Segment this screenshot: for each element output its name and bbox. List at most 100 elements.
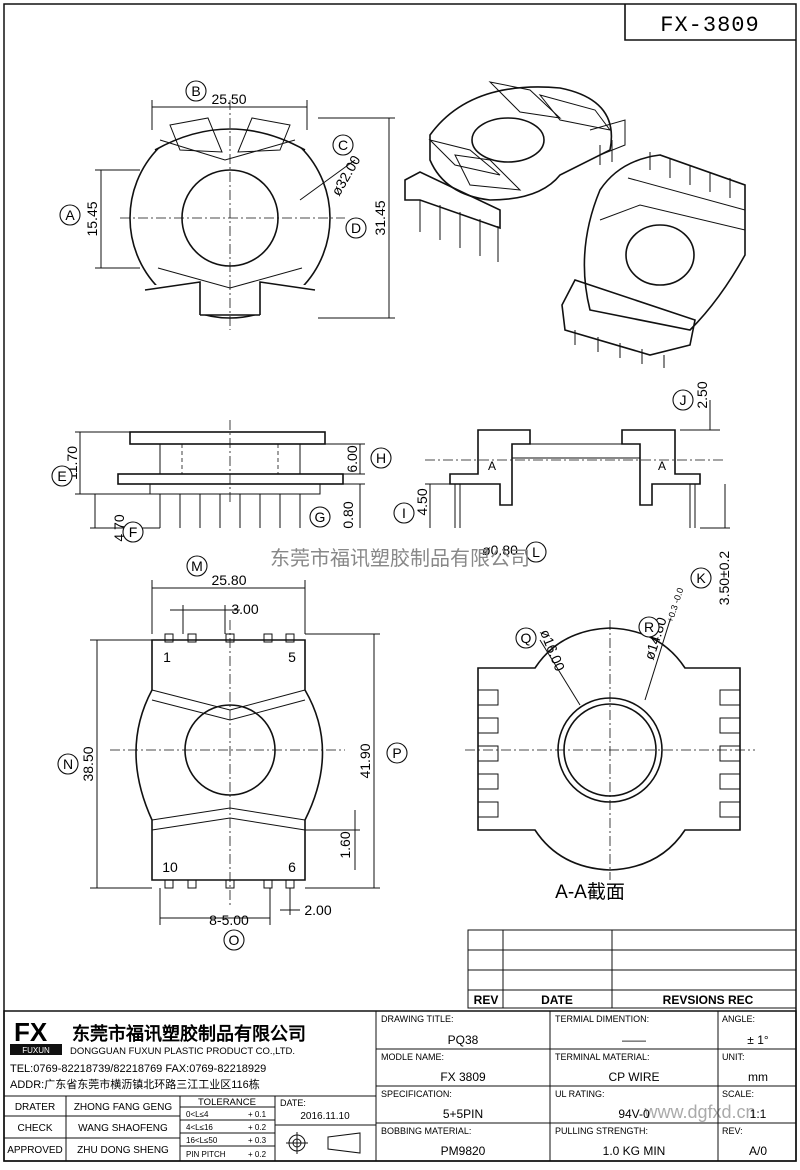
field-angle-label: ANGLE: [722, 1014, 755, 1024]
dim-p: 41.90 [357, 743, 373, 778]
pin-6-label: 6 [288, 859, 296, 875]
field-ul-rating-label: UL RATING: [555, 1089, 605, 1099]
section-mark-right: A [658, 459, 666, 473]
callout-k: K [696, 570, 706, 586]
callout-h: H [376, 450, 386, 466]
dim-g: 0.80 [340, 501, 356, 528]
signoff-name-1: WANG SHAOFENG [78, 1123, 168, 1134]
tolerance-value-1: + 0.2 [248, 1123, 267, 1132]
field-bobbin-material-value: PM9820 [441, 1144, 486, 1158]
dim-o: 8-5.00 [209, 912, 249, 928]
tolerance-value-0: + 0.1 [248, 1110, 267, 1119]
dim-m: 25.80 [211, 572, 246, 588]
signoff-name-0: ZHONG FANG GENG [74, 1102, 173, 1113]
dim-a: 15.45 [84, 201, 100, 236]
date-label: DATE: [280, 1098, 306, 1108]
drawing-number-box [624, 4, 796, 41]
pin-5-label: 5 [288, 649, 296, 665]
signoff-name-2: ZHU DONG SHENG [77, 1145, 169, 1156]
dim-pitch-bottom: 2.00 [304, 902, 331, 918]
dim-pitch-top: 3.00 [231, 601, 258, 617]
callout-e: E [57, 468, 66, 484]
tolerance-title: TOLERANCE [198, 1097, 256, 1108]
field-model-name-label: MODLE NAME: [381, 1052, 444, 1062]
callout-c: C [338, 137, 348, 153]
drawing-number: FX-3809 [660, 13, 759, 38]
title-block: FX FUXUN 东莞市福讯塑胶制品有限公司 DONGGUAN FUXUN PL… [3, 1010, 797, 1162]
dim-b: 25.50 [211, 91, 246, 107]
callout-a: A [65, 207, 75, 223]
field-terminal-dimention-value: —— [622, 1033, 646, 1047]
section-a-a-view: ø16.00 ø14.80 +0.3 -0.0 Q R A-A截面 [465, 587, 755, 903]
field-ul-rating-value: 94V-0 [618, 1107, 650, 1121]
tolerance-value-2: + 0.3 [248, 1136, 267, 1145]
field-bobbin-material-label: BOBBING MATERIAL: [381, 1126, 471, 1136]
callout-l: L [532, 544, 540, 560]
field-terminal-material-label: TERMINAL MATERIAL: [555, 1052, 650, 1062]
pin-1-label: 1 [163, 649, 171, 665]
section-side-view: A A 2.50 4.50 3.50±0.2 ø0.80 J I L K [393, 381, 732, 606]
pin-10-label: 10 [162, 859, 178, 875]
field-unit-value: mm [748, 1070, 768, 1084]
company-tel: TEL:0769-82218739/82218769 FAX:0769-8221… [10, 1063, 266, 1075]
company-name-cn: 东莞市福讯塑胶制品有限公司 [72, 1023, 306, 1044]
callout-o: O [229, 932, 240, 948]
field-drawing-title-value: PQ38 [448, 1033, 479, 1047]
watermark-text: 东莞市福讯塑胶制品有限公司 [270, 547, 530, 570]
callout-f: F [129, 524, 138, 540]
callout-p: P [392, 745, 401, 761]
signoff-role-1: CHECK [17, 1123, 52, 1134]
dim-k: 3.50±0.2 [716, 551, 732, 606]
bottom-view: 1 5 10 6 25.80 3.00 38.50 41.90 1.60 8-5… [57, 555, 408, 951]
field-rev-label: REV: [722, 1126, 743, 1136]
field-unit-label: UNIT: [722, 1052, 745, 1062]
company-logo-sub: FUXUN [22, 1046, 50, 1055]
dim-d: 31.45 [372, 200, 388, 235]
field-pulling-strength-value: 1.0 KG MIN [603, 1144, 666, 1158]
dim-l: ø0.80 [482, 542, 518, 558]
field-terminal-dimention-label: TERMIAL DIMENTION: [555, 1014, 649, 1024]
company-name-en: DONGGUAN FUXUN PLASTIC PRODUCT CO.,LTD. [70, 1046, 295, 1057]
field-terminal-material-value: CP WIRE [608, 1070, 659, 1084]
callout-d: D [351, 220, 361, 236]
tolerance-range-1: 4<L≤16 [186, 1123, 213, 1132]
isometric-view-bottom [561, 152, 746, 368]
side-view: 11.70 4.70 6.00 0.80 E H F G [51, 420, 392, 543]
tolerance-range-0: 0<L≤4 [186, 1110, 209, 1119]
revision-table: REV DATE REVSIONS REC [467, 929, 797, 1009]
field-model-name-value: FX 3809 [440, 1070, 486, 1084]
watermark-url: www.dgfxd.cn [643, 1102, 755, 1122]
field-scale-value: 1:1 [750, 1107, 767, 1121]
callout-b: B [191, 83, 200, 99]
callout-g: G [315, 509, 326, 525]
date-value: 2016.11.10 [300, 1111, 350, 1122]
callout-r: R [644, 619, 654, 635]
tolerance-range-3: PIN PITCH [186, 1150, 226, 1159]
dim-h: 6.00 [344, 445, 360, 472]
company-addr: ADDR:广东省东莞市横沥镇北环路三江工业区116栋 [10, 1077, 260, 1091]
rev-header: REV [474, 993, 499, 1007]
top-view: 25.50 15.45 31.45 ø32.00 B C A D [59, 80, 395, 330]
callout-q: Q [521, 630, 532, 646]
field-pulling-strength-label: PULLING STRENGTH: [555, 1126, 648, 1136]
tolerance-value-3: + 0.2 [248, 1150, 267, 1159]
company-logo: FX [14, 1017, 48, 1047]
field-scale-label: SCALE: [722, 1089, 754, 1099]
projection-symbol-icon [286, 1132, 361, 1154]
section-title: A-A截面 [555, 881, 625, 903]
dim-r-tol: +0.3 -0.0 [665, 587, 686, 624]
signoff-role-2: APPROVED [7, 1145, 63, 1156]
section-mark-left: A [488, 459, 496, 473]
callout-i: I [402, 505, 406, 521]
date-header: DATE [541, 993, 573, 1007]
field-drawing-title-label: DRAWING TITLE: [381, 1014, 454, 1024]
callout-m: M [191, 558, 203, 574]
field-specification-value: 5+5PIN [443, 1107, 483, 1121]
dim-flange: 1.60 [337, 831, 353, 858]
callout-n: N [63, 756, 73, 772]
revisions-header: REVSIONS REC [663, 993, 754, 1007]
field-angle-value: ± 1° [747, 1033, 769, 1047]
field-rev-value: A/0 [749, 1144, 767, 1158]
